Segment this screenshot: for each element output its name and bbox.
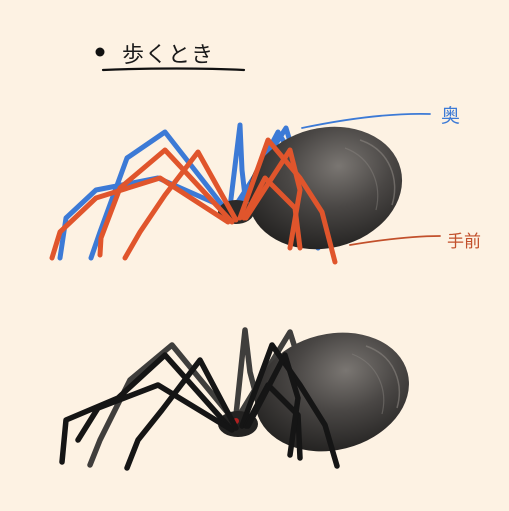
page-title: 歩くとき	[122, 43, 215, 68]
heading-bullet	[95, 47, 105, 57]
pointer-line-back	[301, 112, 431, 129]
front-legs-black	[59, 342, 340, 471]
front-legs-orange	[49, 137, 338, 265]
pointer-line-front	[349, 235, 441, 246]
top-spider	[49, 112, 441, 265]
heading-underline	[101, 67, 246, 72]
label-back: 奥	[441, 105, 461, 127]
label-front: 手前	[447, 232, 481, 252]
bottom-spider	[59, 327, 409, 471]
